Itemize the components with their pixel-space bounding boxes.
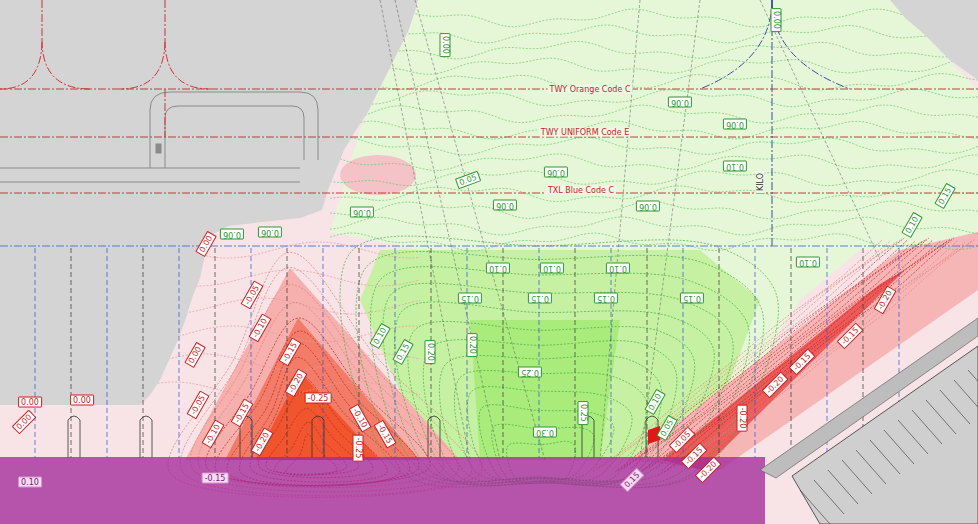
- contour-label: 0.00: [18, 397, 42, 408]
- contour-label: 0.10: [606, 263, 630, 274]
- contour-label: 0.06: [258, 227, 282, 238]
- contour-label: 0.06: [350, 207, 374, 218]
- contour-label: 0.25: [578, 401, 589, 425]
- contour-label: -0.25: [305, 393, 332, 404]
- contour-label: 0.00: [771, 8, 782, 32]
- taxiway-centerline: [0, 0, 978, 246]
- contour-label: 0.10: [486, 263, 510, 274]
- contour-label: 0.15: [528, 293, 552, 304]
- contour-label: 0.06: [544, 167, 568, 178]
- survey-lines: [380, 0, 880, 460]
- contour-label: 0.06: [220, 229, 244, 240]
- contour-label: 0.00: [70, 395, 94, 406]
- contour-label: 0.10: [18, 477, 42, 488]
- elevation-zone: [470, 320, 620, 460]
- taxiway-label: TWY Orange Code C: [548, 85, 633, 94]
- contour-label: 0.06: [668, 97, 692, 108]
- contour-label: 0.20: [425, 340, 436, 364]
- contour-label: 0.15: [680, 293, 704, 304]
- contour-label: -0.15: [202, 473, 229, 484]
- contour-label: 0.30: [533, 427, 557, 438]
- stand-lines: [35, 248, 899, 458]
- elevation-zone: [340, 155, 416, 195]
- contour-label: 0.15: [458, 293, 482, 304]
- contour-label: 0.06: [723, 119, 747, 130]
- contour-label: 0.25: [518, 367, 542, 378]
- contour-label: 0.10: [796, 257, 820, 268]
- taxiway-label: TWY UNIFORM Code E: [539, 128, 631, 137]
- contour-label: 0.10: [540, 263, 564, 274]
- terminal-building: [760, 318, 978, 524]
- elevation-zone: [185, 268, 460, 460]
- overlay-band: [0, 457, 765, 524]
- taxiway-label: TXL Blue Code C: [546, 186, 616, 195]
- contour-label: -0.20: [737, 405, 748, 432]
- contour-label: 0.00: [440, 33, 451, 57]
- contour-label: 0.06: [493, 200, 517, 211]
- contour-label: -0.25: [353, 435, 364, 462]
- contour-label: 0.15: [594, 293, 618, 304]
- taxiway-label: KILO: [756, 171, 765, 193]
- contour-label: 0.20: [467, 333, 478, 357]
- contour-label: 0.10: [723, 161, 747, 172]
- contour-label: 0.06: [636, 201, 660, 212]
